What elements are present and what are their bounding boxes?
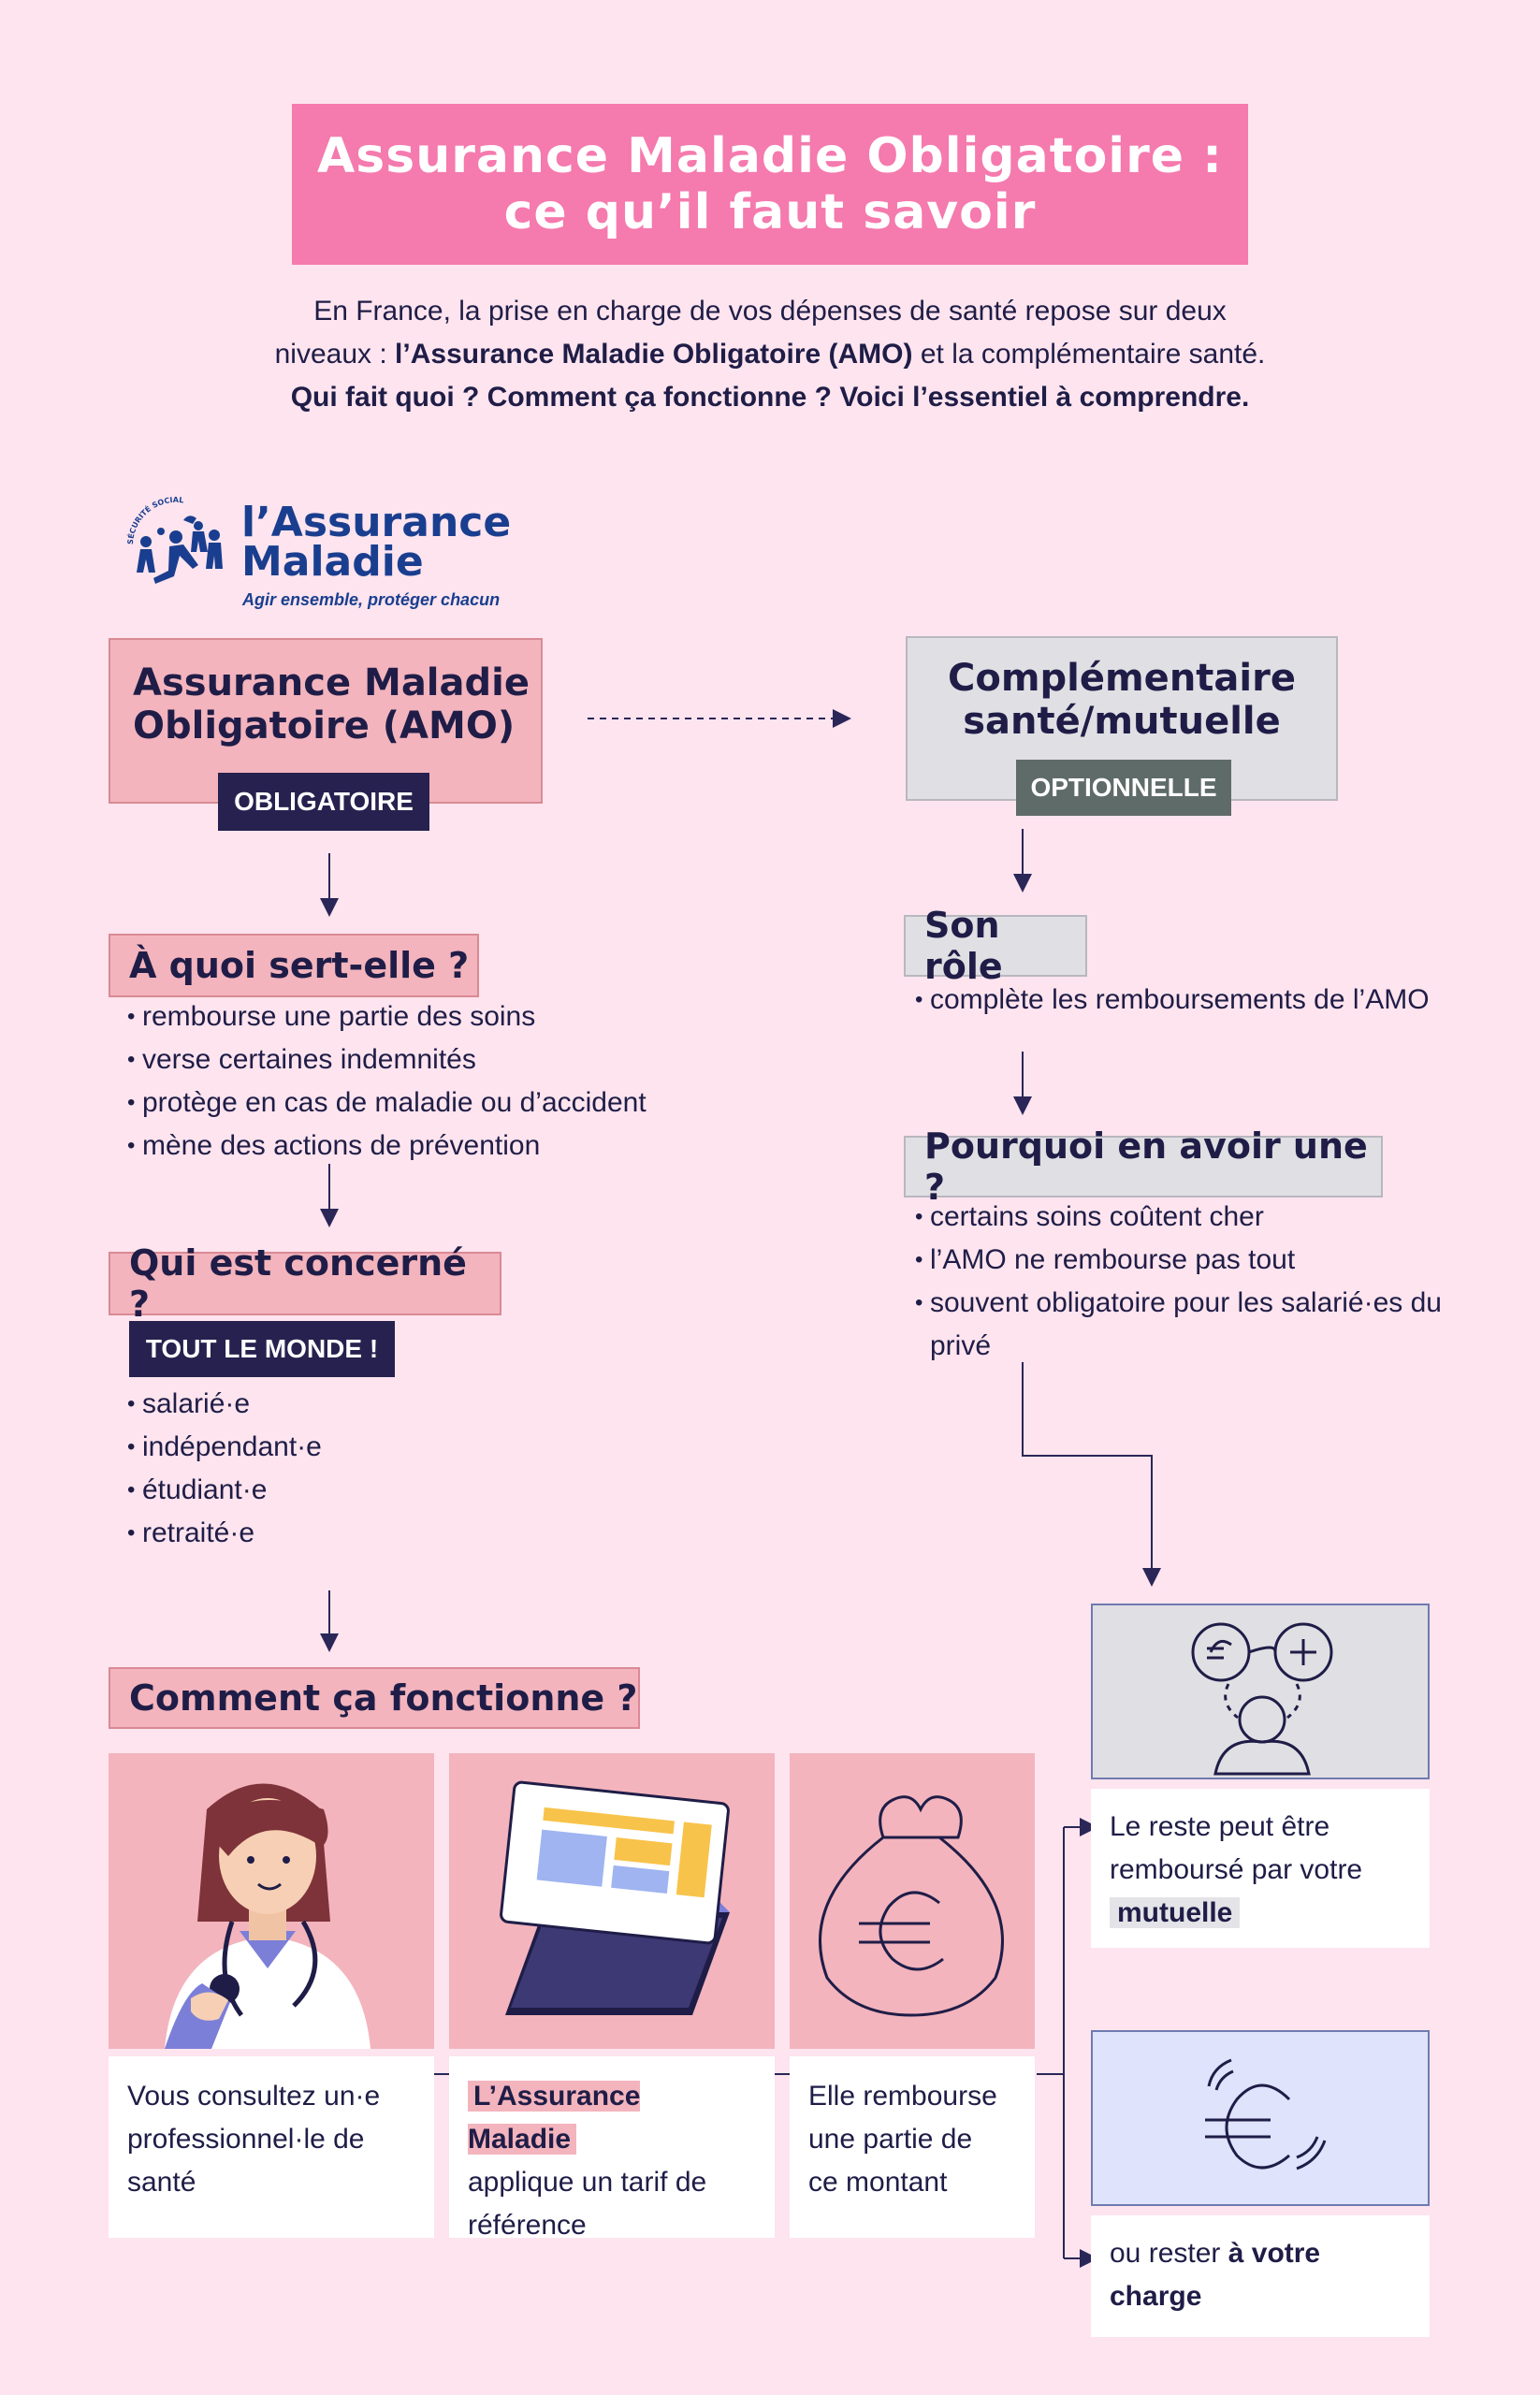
list-item: salarié·e: [127, 1383, 322, 1426]
logo-line-2: Maladie: [241, 538, 424, 586]
charge-pre: ou rester: [1110, 2238, 1228, 2269]
list-item: rembourse une partie des soins: [127, 995, 647, 1038]
logo-wordmark: l’Assurance Maladie: [241, 499, 512, 586]
step2-highlight: L’Assurance Maladie: [468, 2081, 641, 2155]
charge-bold-1: à votre: [1228, 2238, 1321, 2269]
mutuelle-card: Le reste peut être remboursé par votre m…: [1091, 1789, 1430, 1948]
aquoi-heading: À quoi sert-elle ?: [109, 934, 479, 997]
laptop-illustration: [449, 1753, 775, 2049]
list-item: souvent obligatoire pour les salarié·es …: [915, 1282, 1442, 1325]
euro-bag-icon: [819, 1795, 1004, 2017]
mutuelle-illustration: [1091, 1604, 1430, 1779]
pourquoi-list: certains soins coûtent cher l’AMO ne rem…: [915, 1196, 1442, 1368]
money-bag-illustration: [790, 1753, 1035, 2049]
role-list: complète les remboursements de l’AMO: [915, 979, 1430, 1022]
optionnelle-badge: OPTIONNELLE: [1016, 760, 1231, 816]
charge-bold-2: charge: [1110, 2281, 1202, 2312]
person-thinking-icon: [1191, 1622, 1333, 1776]
step1-line: professionnel·le de: [127, 2124, 365, 2155]
charge-line-1: ou rester à votre: [1110, 2232, 1411, 2275]
list-item: protège en cas de maladie ou d’accident: [127, 1081, 647, 1125]
intro-line-2-pre: niveaux :: [274, 339, 396, 370]
step2-line: référence: [468, 2210, 587, 2241]
amo-title-line-1: Assurance Maladie: [133, 660, 530, 704]
mutuelle-line-1: Le reste peut être: [1110, 1811, 1330, 1842]
step2-card: L’Assurance Maladie applique un tarif de…: [449, 2056, 775, 2241]
intro-line-3: Qui fait quoi ? Comment ça fonctionne ? …: [150, 376, 1390, 419]
intro-line-2-post: et la complémentaire santé.: [912, 339, 1266, 370]
charge-illustration: [1091, 2030, 1430, 2206]
logo-tagline: Agir ensemble, protéger chacun: [242, 590, 501, 609]
complementaire-title-line-1: Complémentaire: [948, 657, 1296, 700]
list-item: complète les remboursements de l’AMO: [915, 979, 1430, 1022]
mutuelle-highlight: mutuelle: [1110, 1897, 1241, 1928]
title-line-1: Assurance Maladie Obligatoire :: [317, 128, 1223, 184]
amo-title-line-2: Obligatoire (AMO): [133, 704, 516, 748]
comment-heading: Comment ça fonctionne ?: [109, 1667, 640, 1729]
obligatoire-badge: OBLIGATOIRE: [218, 773, 429, 831]
list-item: mène des actions de prévention: [127, 1125, 647, 1168]
arrow-pourquoi-to-mutuelle: [1022, 1362, 1161, 1587]
title-line-2: ce qu’il faut savoir: [503, 184, 1037, 240]
doctor-illustration: [109, 1753, 434, 2049]
step1-line: santé: [127, 2167, 196, 2198]
complementaire-title-line-2: santé/mutuelle: [963, 700, 1281, 743]
qui-list: salarié·e indépendant·e étudiant·e retra…: [127, 1383, 322, 1555]
list-item: l’AMO ne rembourse pas tout: [915, 1239, 1442, 1282]
logo-line-1: l’Assurance: [241, 499, 512, 546]
euro-icon: [1205, 2058, 1327, 2170]
step3-line: une partie de: [808, 2124, 973, 2155]
step3-card: Elle rembourse une partie de ce montant: [790, 2056, 1035, 2238]
list-item: retraité·e: [127, 1512, 322, 1555]
step1-card: Vous consultez un·e professionnel·le de …: [109, 2056, 434, 2238]
step2-line: L’Assurance Maladie: [468, 2075, 756, 2161]
assurance-maladie-logo-icon: SÉCURITÉ SOCIALE: [118, 490, 223, 584]
list-item: indépendant·e: [127, 1426, 322, 1469]
title-banner: Assurance Maladie Obligatoire : ce qu’il…: [292, 104, 1248, 265]
doctor-icon: [165, 1783, 370, 2049]
mutuelle-line-2: remboursé par votre: [1110, 1854, 1363, 1885]
intro-text: En France, la prise en charge de vos dép…: [150, 290, 1390, 419]
charge-card: ou rester à votre charge: [1091, 2215, 1430, 2337]
amo-box: Assurance Maladie Obligatoire (AMO): [109, 638, 543, 804]
list-item: privé: [930, 1330, 992, 1361]
step2-line: applique un tarif de: [468, 2167, 707, 2198]
aquoi-list: rembourse une partie des soins verse cer…: [127, 995, 647, 1168]
list-item: étudiant·e: [127, 1469, 322, 1512]
intro-line-2: niveaux : l’Assurance Maladie Obligatoir…: [150, 333, 1390, 376]
list-item: certains soins coûtent cher: [915, 1196, 1442, 1239]
step3-line: ce montant: [808, 2167, 948, 2198]
mutuelle-line-3: mutuelle: [1110, 1892, 1411, 1935]
intro-line-3-bold: Qui fait quoi ? Comment ça fonctionne ? …: [290, 382, 1250, 413]
step3-line: Elle rembourse: [808, 2081, 997, 2112]
qui-heading: Qui est concerné ?: [109, 1242, 501, 1325]
intro-line-2-bold: l’Assurance Maladie Obligatoire (AMO): [395, 339, 913, 370]
intro-line-1: En France, la prise en charge de vos dép…: [313, 296, 1227, 327]
step1-line: Vous consultez un·e: [127, 2081, 381, 2112]
pourquoi-heading: Pourquoi en avoir une ?: [904, 1125, 1383, 1208]
list-item: verse certaines indemnités: [127, 1038, 647, 1081]
charge-line-2: charge: [1110, 2275, 1411, 2318]
laptop-icon: [500, 1780, 730, 2015]
role-heading: Son rôle: [904, 905, 1087, 987]
tout-le-monde-badge: TOUT LE MONDE !: [129, 1321, 395, 1377]
